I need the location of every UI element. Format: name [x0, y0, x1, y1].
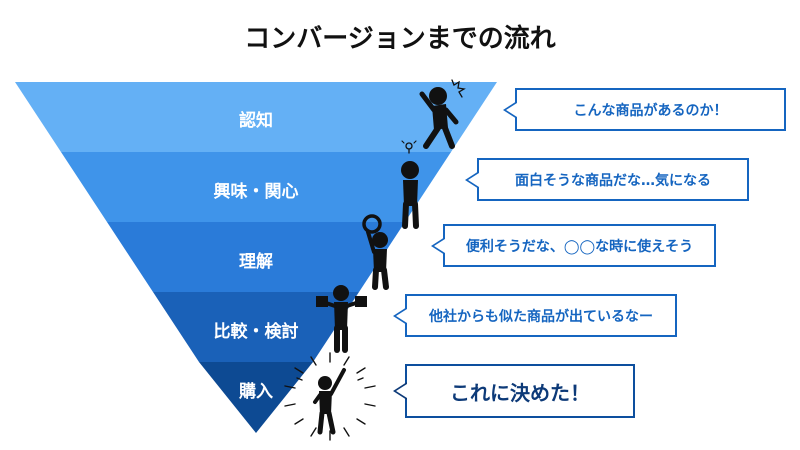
celebrating-person-icon	[284, 352, 376, 441]
pointing-person-icon	[419, 79, 466, 149]
speech-bubble-understanding: 便利そうだな、◯◯な時に使えそう	[431, 224, 716, 267]
speech-text-purchase: これに決めた！	[450, 380, 590, 405]
speech-bubble-tail	[503, 100, 517, 119]
speech-bubble-purchase: これに決めた！	[393, 364, 635, 418]
speech-bubble-tail	[393, 382, 407, 400]
funnel-band-awareness	[15, 82, 497, 152]
speech-bubble-interest: 面白そうな商品だな…気になる	[465, 158, 749, 201]
stage-label-purchase: 購入	[239, 382, 273, 402]
speech-bubble-tail	[465, 170, 479, 189]
stage-label-comparison: 比較・検討	[213, 322, 299, 342]
speech-text-awareness: こんな商品があるのか！	[573, 102, 728, 119]
funnel-band-comparison	[153, 292, 359, 362]
speech-bubble-tail	[393, 306, 407, 325]
funnel-band-purchase	[199, 362, 313, 433]
funnel-band-understanding	[107, 222, 405, 292]
magnifier-person-icon	[362, 214, 389, 290]
speech-text-interest: 面白そうな商品だな…気になる	[515, 172, 711, 189]
stage-label-interest: 興味・関心	[213, 182, 299, 202]
speech-text-comparison: 他社からも似た商品が出ているなー	[429, 308, 653, 325]
stage-label-awareness: 認知	[239, 111, 273, 131]
comparing-person-icon	[316, 285, 367, 353]
speech-bubble-tail	[431, 236, 445, 255]
speech-bubble-awareness: こんな商品があるのか！	[503, 88, 786, 131]
stage-label-understanding: 理解	[239, 252, 273, 272]
speech-bubble-comparison: 他社からも似た商品が出ているなー	[393, 294, 677, 337]
thinking-person-icon	[401, 140, 419, 229]
funnel-band-interest	[61, 152, 451, 222]
speech-text-understanding: 便利そうだな、◯◯な時に使えそう	[465, 238, 694, 255]
page-title: コンバージョンまでの流れ	[244, 24, 556, 54]
